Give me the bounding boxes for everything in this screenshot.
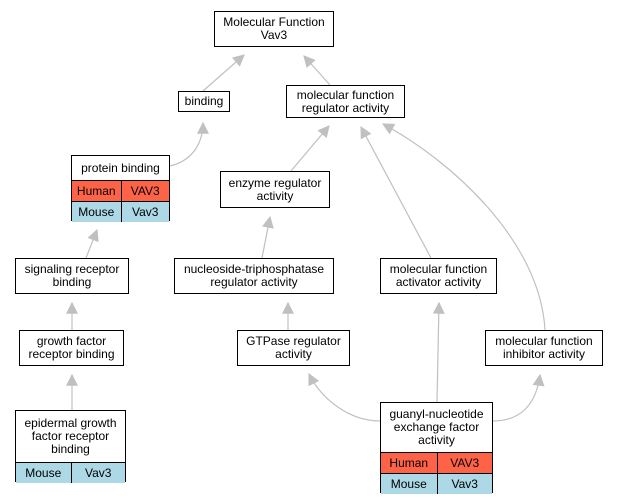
- node-label: epidermal growth factor receptor binding: [24, 416, 117, 456]
- node-binding[interactable]: binding: [178, 91, 230, 112]
- edge-signaling_receptor-to-protein_binding: [85, 228, 99, 259]
- gene-cell: Vav3: [70, 463, 126, 483]
- edge-protein_binding-to-binding: [169, 121, 209, 167]
- edge-mf_activator-to-mf_regulator: [360, 125, 432, 259]
- node-label: binding: [184, 94, 224, 108]
- node-mf-activator[interactable]: molecular function activator activity: [380, 258, 497, 294]
- annotation-row-human: Human VAV3: [381, 452, 492, 473]
- node-label: GTPase regulator activity: [246, 334, 341, 361]
- node-label: Molecular Function Vav3: [223, 15, 325, 42]
- node-label: protein binding: [81, 160, 160, 175]
- node-label: molecular function regulator activity: [296, 87, 395, 115]
- gene-cell: VAV3: [436, 453, 493, 473]
- edge-enzyme_regulator-to-mf_regulator: [290, 125, 330, 172]
- species-cell: Human: [389, 455, 429, 470]
- node-ntpase-regulator[interactable]: nucleoside-triphosphatase regulator acti…: [174, 258, 334, 294]
- edge-mf_regulator-to-root: [303, 55, 331, 86]
- species-cell: Human: [76, 183, 116, 198]
- node-gtpase-regulator[interactable]: GTPase regulator activity: [237, 330, 350, 366]
- annotation-row-mouse: Mouse Vav3: [381, 473, 492, 494]
- node-root[interactable]: Molecular Function Vav3: [214, 11, 334, 47]
- edge-gnef_activity-to-mf_inhibitor: [492, 373, 545, 422]
- node-label: signaling receptor binding: [24, 262, 120, 289]
- node-signaling-receptor[interactable]: signaling receptor binding: [15, 258, 129, 294]
- edge-ntpase_regulator-to-enzyme_regulator: [261, 215, 274, 259]
- annotation-row-mouse: Mouse Vav3: [16, 462, 125, 483]
- edge-binding-to-root: [202, 54, 245, 92]
- node-mf-regulator[interactable]: molecular function regulator activity: [286, 85, 405, 118]
- node-label: growth factor receptor binding: [28, 334, 115, 361]
- species-cell: Mouse: [78, 204, 115, 219]
- node-label: guanyl-nucleotide exchange factor activi…: [389, 407, 484, 447]
- annotation-row-mouse: Mouse Vav3: [72, 201, 169, 222]
- node-egfr-binding[interactable]: epidermal growth factor receptor binding…: [15, 410, 126, 483]
- species-cell: Mouse: [25, 465, 62, 480]
- node-growth-factor[interactable]: growth factor receptor binding: [19, 330, 124, 366]
- edge-gnef_activity-to-mf_activator: [432, 301, 445, 403]
- node-label: molecular function activator activity: [389, 262, 488, 289]
- gene-cell: Vav3: [436, 474, 493, 494]
- node-gnef-activity[interactable]: guanyl-nucleotide exchange factor activi…: [380, 402, 493, 494]
- edge-mf_inhibitor-to-mf_regulator: [381, 123, 546, 331]
- node-mf-inhibitor[interactable]: molecular function inhibitor activity: [485, 330, 603, 366]
- edge-gnef_activity-to-gtpase_regulator: [308, 372, 381, 422]
- annotation-row-human: Human VAV3: [72, 180, 169, 201]
- species-cell: Mouse: [390, 476, 427, 491]
- node-label: nucleoside-triphosphatase regulator acti…: [183, 262, 325, 289]
- gene-cell: Vav3: [120, 202, 170, 222]
- node-enzyme-regulator[interactable]: enzyme regulator activity: [220, 171, 330, 208]
- node-label: molecular function inhibitor activity: [495, 334, 593, 361]
- node-label: enzyme regulator activity: [228, 175, 322, 203]
- gene-cell: VAV3: [120, 181, 170, 201]
